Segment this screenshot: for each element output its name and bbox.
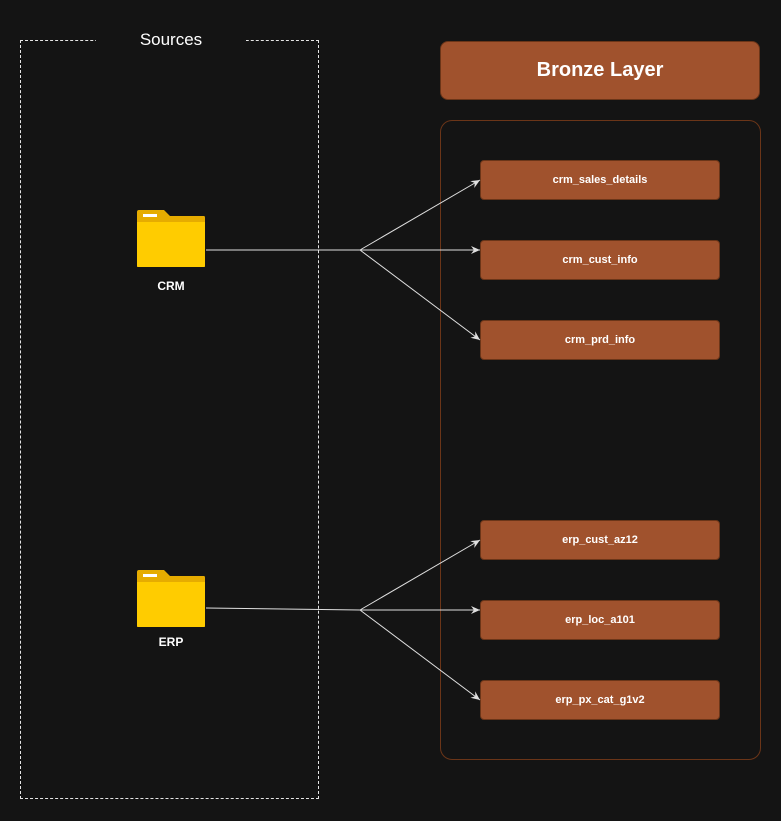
erp-source-label: ERP (158, 635, 184, 649)
table-erp-px-cat-g1v2[interactable]: erp_px_cat_g1v2 (480, 680, 720, 720)
crm-folder-icon[interactable] (136, 210, 206, 268)
table-erp-cust-az12[interactable]: erp_cust_az12 (480, 520, 720, 560)
erp-folder-icon[interactable] (136, 570, 206, 628)
table-crm-sales-details[interactable]: crm_sales_details (480, 160, 720, 200)
erp-arrow-cust-az12 (359, 539, 481, 611)
table-crm-cust-info[interactable]: crm_cust_info (480, 240, 720, 280)
table-erp-loc-a101[interactable]: erp_loc_a101 (480, 600, 720, 640)
crm-source-label: CRM (157, 279, 185, 293)
crm-arrow-prd-info (359, 249, 481, 341)
bronze-layer-header: Bronze Layer (440, 41, 760, 100)
crm-arrow-sales-details (359, 179, 481, 251)
table-crm-prd-info[interactable]: crm_prd_info (480, 320, 720, 360)
bronze-layer-container (440, 120, 761, 760)
erp-arrow-px-cat-g1v2 (359, 609, 481, 701)
erp-connector-trunk (205, 607, 361, 611)
sources-title: Sources (96, 27, 246, 53)
